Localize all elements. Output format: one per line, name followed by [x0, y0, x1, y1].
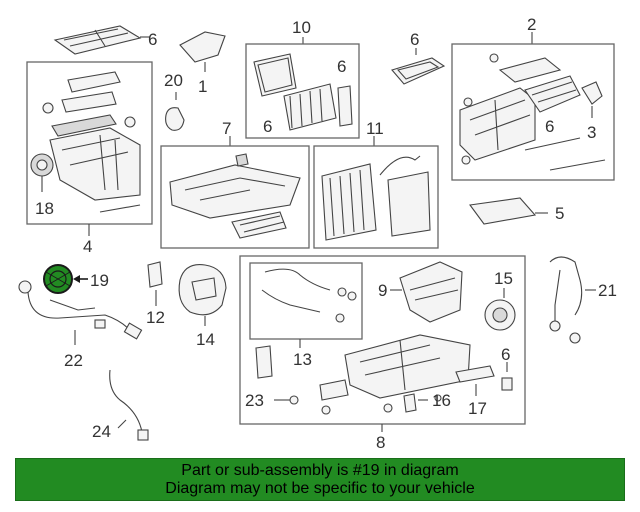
group-box-10 [245, 43, 360, 139]
callout-20[interactable]: 20 [164, 71, 183, 90]
callout-3[interactable]: 3 [587, 123, 596, 142]
callout-10[interactable]: 10 [292, 18, 311, 37]
banner-line-1: Part or sub-assembly is #19 in diagram [181, 461, 459, 479]
part-6-strip-in-box-10 [337, 85, 353, 127]
callout-6-box-10-b[interactable]: 6 [263, 117, 272, 136]
part-18-actuator [30, 153, 54, 192]
callout-15[interactable]: 15 [494, 269, 513, 288]
part-12-sensor [147, 261, 163, 306]
part-6-gasket-top [391, 48, 446, 85]
callout-6-box-10-a[interactable]: 6 [337, 57, 346, 76]
callout-23[interactable]: 23 [245, 391, 264, 410]
info-banner: Part or sub-assembly is #19 in diagram D… [15, 458, 625, 501]
part-20-clip [165, 92, 185, 131]
callout-13[interactable]: 13 [293, 350, 312, 369]
part-15-blower-motor [484, 288, 516, 331]
part-9-duct [399, 261, 463, 323]
callout-18[interactable]: 18 [35, 199, 54, 218]
callout-8[interactable]: 8 [376, 433, 385, 452]
parts-diagram: 6 1 20 18 4 10 6 [18, 15, 617, 452]
part-22-harness [18, 280, 143, 345]
part-13-bracket [255, 345, 273, 379]
group-box-7 [160, 145, 310, 249]
screw-icon [321, 405, 331, 415]
part-24-hose [109, 369, 149, 441]
part-5-filter [469, 197, 548, 225]
callout-6-top-left[interactable]: 6 [148, 30, 157, 49]
callout-6-top[interactable]: 6 [410, 30, 419, 49]
part-17-bracket [455, 365, 495, 396]
callout-19[interactable]: 19 [90, 271, 109, 290]
callout-11[interactable]: 11 [366, 119, 384, 138]
part-3-actuator [581, 81, 603, 118]
part-11-evaporator [321, 155, 431, 241]
callout-21[interactable]: 21 [598, 281, 617, 300]
part-14-seal [178, 264, 227, 326]
callout-7[interactable]: 7 [222, 119, 231, 138]
callout-17[interactable]: 17 [468, 399, 487, 418]
callout-5[interactable]: 5 [555, 204, 564, 223]
group-box-13 [249, 262, 363, 340]
part-7-case [169, 153, 301, 239]
group-box-2 [451, 43, 615, 181]
callout-24[interactable]: 24 [92, 422, 111, 441]
part-19-highlighted[interactable] [43, 264, 88, 294]
part-8-lower-case [319, 334, 471, 401]
callout-1[interactable]: 1 [198, 77, 207, 96]
group-box-11 [313, 145, 439, 249]
callout-14[interactable]: 14 [196, 330, 215, 349]
part-2-blower-case [459, 53, 606, 171]
callout-4[interactable]: 4 [83, 237, 92, 256]
part-4-heater-case [42, 71, 141, 213]
part-6-gasket-top-left [53, 25, 150, 55]
part-10-filter [283, 83, 337, 131]
callout-6-lower[interactable]: 6 [501, 345, 510, 364]
callout-6-box-2[interactable]: 6 [545, 117, 554, 136]
callout-12[interactable]: 12 [146, 308, 165, 327]
part-16-clip [403, 393, 442, 413]
part-1-duct [179, 31, 226, 72]
banner-line-2: Diagram may not be specific to your vehi… [165, 479, 475, 497]
callout-9[interactable]: 9 [378, 281, 387, 300]
callout-16[interactable]: 16 [432, 391, 451, 410]
callout-22[interactable]: 22 [64, 351, 83, 370]
part-6-clip-lower [501, 362, 513, 391]
part-23-screw [274, 395, 299, 405]
part-21-harness [549, 256, 596, 344]
part-13-lines [261, 268, 357, 323]
callout-2[interactable]: 2 [527, 15, 536, 34]
screw-icon [383, 403, 393, 413]
part-6-seal-in-box-10 [253, 53, 297, 97]
